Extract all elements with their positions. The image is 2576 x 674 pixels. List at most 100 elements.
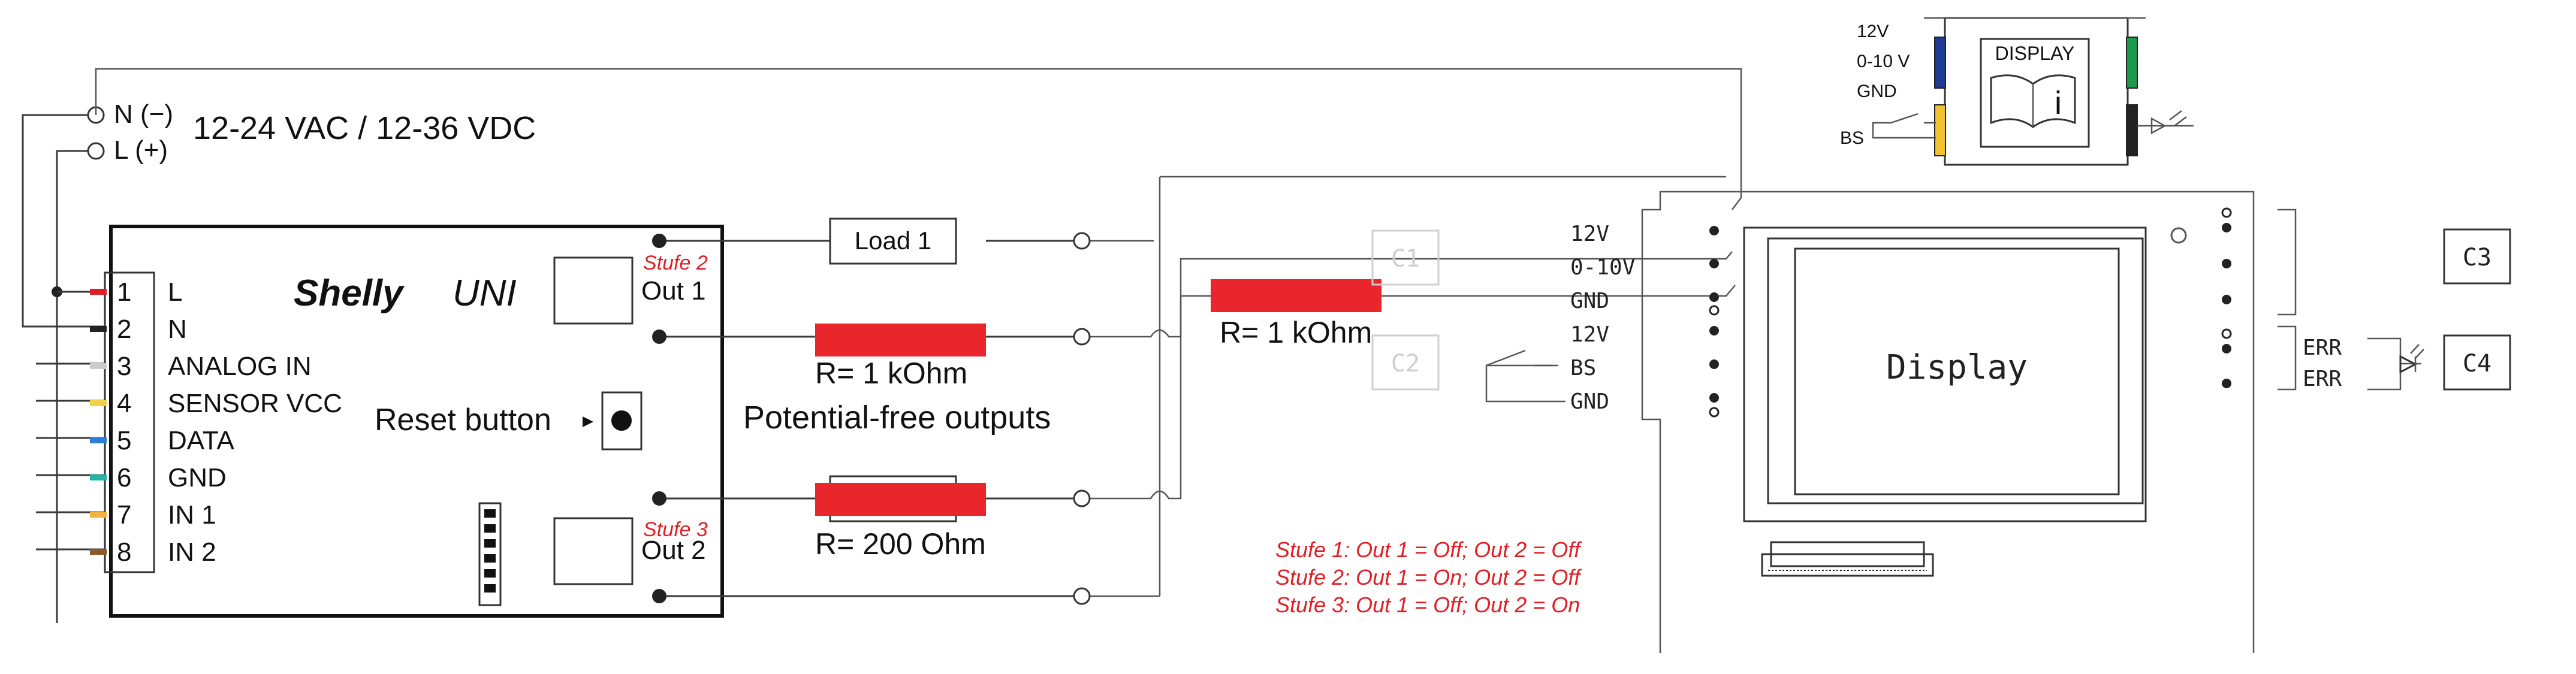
c2-box	[1371, 334, 1440, 391]
l-label: L (+)	[114, 135, 168, 165]
pin-stubs	[36, 362, 105, 551]
outputs-label: Potential-free outputs	[743, 400, 1051, 436]
c1-label: C1	[1391, 245, 1420, 273]
out2-label: Out 2	[641, 536, 706, 565]
info-icon: i	[2055, 85, 2062, 121]
c1-box	[1371, 229, 1440, 286]
right-terminal-dots	[2221, 207, 2232, 388]
supply-label: 12-24 VAC / 12-36 VDC	[193, 110, 536, 146]
left-terminals: 12V 0-10V GND 12V BS GND	[1557, 222, 1635, 414]
pin-name: IN 2	[168, 537, 216, 567]
resistor-1k-label: R= 1 kOhm	[815, 356, 967, 390]
reset-button-dot-icon	[611, 410, 632, 431]
load1-box	[829, 217, 957, 265]
power-wires	[22, 68, 1742, 623]
reset-button[interactable]	[601, 391, 643, 451]
connector-strip-icon	[478, 502, 502, 606]
terminal-gnd-2: GND	[1570, 389, 1609, 414]
controller-board	[1641, 191, 2297, 653]
pin-name: N	[168, 315, 187, 344]
display-label: Display	[1886, 348, 2028, 387]
out1-relay-icon	[553, 256, 634, 325]
resistor-200	[815, 483, 986, 516]
display-module-gnd: GND	[1857, 81, 1897, 101]
n-label: N (−)	[114, 99, 173, 129]
out2-relay-icon	[553, 517, 634, 585]
c3-box	[2443, 228, 2511, 285]
pin-color-swatch	[90, 326, 107, 332]
pin-color-swatch	[90, 474, 107, 480]
stufe-out1: Stufe 2	[643, 252, 708, 274]
reset-label: Reset button	[375, 403, 551, 437]
pin-color-swatch	[90, 400, 107, 406]
pin-color-swatch	[90, 437, 107, 443]
pin-number: 8	[117, 537, 131, 567]
pin-name: IN 1	[168, 500, 216, 530]
resistor-1k	[815, 324, 986, 356]
pin-name: L	[168, 277, 182, 307]
load1-label: Load 1	[855, 226, 931, 255]
pin-color-swatch	[90, 512, 107, 518]
resistor-200-label: R= 200 Ohm	[815, 527, 986, 561]
pin-number: 3	[117, 352, 131, 381]
display-frame-inner	[1767, 237, 2144, 504]
arrow-right-icon	[583, 416, 593, 427]
left-terminal-dots	[1709, 226, 1720, 418]
pin-color-swatch	[90, 289, 107, 295]
l-terminal-icon	[87, 142, 105, 160]
pin-name: DATA	[168, 426, 234, 455]
pin-name: SENSOR VCC	[168, 389, 342, 418]
terminal-0-10v: 0-10V	[1570, 255, 1635, 280]
legend-stufe-2: Stufe 2: Out 1 = On; Out 2 = Off	[1275, 565, 1582, 590]
terminal-err-1: ERR	[2303, 336, 2342, 360]
pin-7: 7 IN 1	[90, 500, 216, 530]
display-module	[1872, 17, 2194, 166]
c4-label: C4	[2463, 350, 2491, 377]
resistor-1k-controller-label: R= 1 kOhm	[1220, 316, 1372, 349]
pin-number: 7	[117, 500, 131, 530]
out1-label: Out 1	[641, 276, 706, 306]
legend-stufe-3: Stufe 3: Out 1 = Off; Out 2 = On	[1275, 593, 1580, 617]
stufe-out2: Stufe 3	[643, 518, 708, 541]
display-module-title: DISPLAY	[1995, 43, 2075, 64]
display-module-bs: BS	[1840, 128, 1864, 148]
display-ribbon-connector-icon	[1761, 541, 1934, 577]
pin-5: 5 DATA	[90, 426, 234, 455]
pin-number: 6	[117, 463, 131, 492]
c3-label: C3	[2463, 244, 2491, 271]
pin-number: 1	[117, 277, 131, 307]
display-module-12v: 12V	[1857, 22, 1889, 41]
c2-label: C2	[1391, 350, 1420, 377]
pin-header	[104, 271, 155, 573]
brand-logo: Shelly	[294, 273, 405, 314]
pin-8: 8 IN 2	[90, 537, 216, 567]
terminal-12v-2: 12V	[1570, 322, 1609, 347]
pin-number: 5	[117, 426, 131, 455]
pin-color-swatch	[90, 549, 107, 555]
shelly-uni-device	[109, 225, 724, 618]
display-screen	[1794, 247, 2120, 495]
terminal-bs: BS	[1570, 356, 1596, 380]
terminal-err-2: ERR	[2303, 367, 2342, 391]
c4-box	[2443, 334, 2511, 391]
pin-name: GND	[168, 463, 227, 492]
model-label: UNI	[453, 273, 517, 314]
resistor-1k-controller	[1211, 279, 1381, 312]
pin-color-swatch	[90, 363, 107, 369]
pin-4: 4 SENSOR VCC	[90, 389, 342, 418]
pin-3: 3 ANALOG IN	[90, 352, 312, 381]
pin-number: 4	[117, 389, 131, 418]
err-led-icon	[2367, 337, 2424, 391]
display-module-0-10v: 0-10 V	[1857, 52, 1910, 71]
terminal-gnd: GND	[1570, 289, 1609, 313]
legend-stufe-1: Stufe 1: Out 1 = Off; Out 2 = Off	[1275, 537, 1582, 562]
pin-number: 2	[117, 315, 131, 344]
terminal-12v: 12V	[1570, 222, 1609, 246]
display-frame	[1743, 226, 2147, 522]
pin-name: ANALOG IN	[168, 352, 312, 381]
bs-switch-icon	[1485, 349, 1558, 403]
